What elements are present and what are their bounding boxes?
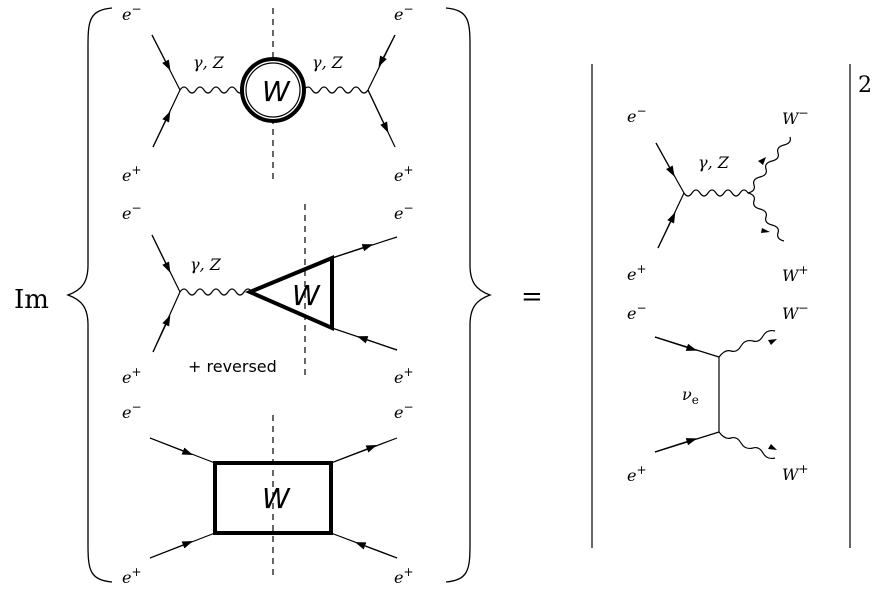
diagram-t-channel-neutrino: νe e− e+ W− W+: [627, 301, 809, 485]
photon-z-propagator: [683, 189, 749, 197]
w-loop-label: W: [292, 279, 321, 312]
w-loop-label: W: [262, 75, 291, 108]
positron-label-in: e+: [122, 565, 142, 587]
w-plus-label: W+: [782, 462, 809, 484]
equals-sign: =: [521, 282, 543, 312]
electron-label-in: e−: [122, 2, 142, 24]
electron-label: e−: [627, 301, 647, 323]
squared-exponent: 2: [858, 73, 872, 98]
w-minus-line: [718, 329, 776, 358]
positron-label-in: e+: [122, 365, 142, 387]
boson-label-right: γ, Z: [312, 53, 344, 72]
w-plus-line: [718, 431, 776, 460]
w-minus-line: [747, 136, 791, 194]
boson-label: γ, Z: [698, 153, 730, 172]
electron-label-out: e−: [394, 201, 414, 223]
right-brace: [445, 7, 492, 583]
positron-label-out: e+: [394, 163, 414, 185]
w-minus-label: W−: [782, 301, 809, 323]
w-loop-label: W: [262, 482, 291, 515]
w-minus-label: W−: [782, 106, 809, 128]
electron-label: e−: [627, 104, 647, 126]
reversed-note: + reversed: [188, 357, 277, 376]
left-brace: [66, 7, 113, 583]
positron-label: e+: [627, 463, 647, 485]
neutrino-label: νe: [682, 385, 699, 407]
electron-label-in: e−: [122, 201, 142, 223]
diagram-w-self-energy: W γ, Z γ, Z e− e+ e− e+: [122, 2, 414, 185]
electron-label-out: e−: [394, 400, 414, 422]
positron-label-out: e+: [394, 565, 414, 587]
w-plus-line: [747, 192, 785, 242]
positron-label: e+: [627, 262, 647, 284]
diagram-w-triangle: W γ, Z + reversed e− e+ e− e+: [122, 201, 414, 387]
photon-z-propagator-left: [179, 86, 253, 94]
photon-z-propagator: [179, 288, 253, 296]
photon-z-propagator-right: [303, 86, 369, 94]
diagram-w-box: W e− e+ e− e+: [122, 400, 414, 587]
boson-label-left: γ, Z: [193, 53, 225, 72]
w-loop-circle: [240, 57, 306, 123]
imaginary-part-label: Im: [14, 285, 49, 315]
diagram-s-channel-ww: γ, Z e− e+ W− W+: [627, 104, 809, 285]
w-triangle-loop: [244, 255, 334, 332]
positron-label-in: e+: [122, 163, 142, 185]
w-plus-label: W+: [782, 263, 809, 285]
electron-label-out: e−: [394, 2, 414, 24]
w-box-loop: [213, 461, 333, 535]
positron-label-out: e+: [394, 365, 414, 387]
boson-label: γ, Z: [190, 255, 222, 274]
electron-label-in: e−: [122, 400, 142, 422]
